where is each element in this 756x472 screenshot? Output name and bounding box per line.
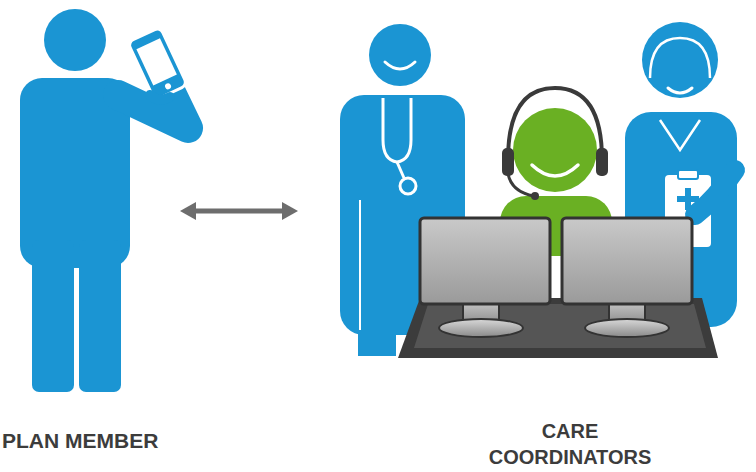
arrow-head	[180, 202, 196, 220]
monitor-left	[420, 218, 550, 337]
arrow-shaft	[194, 209, 284, 214]
coordinators-node: CARE COORDINATORS	[302, 0, 756, 472]
member-node: PLAN MEMBER	[0, 0, 176, 472]
double-arrow	[180, 202, 298, 220]
figure-caption: PLAN MEMBER	[2, 428, 192, 454]
monitor-right	[562, 218, 692, 337]
member-figure	[20, 9, 188, 392]
arrow-head	[282, 202, 298, 220]
desk	[398, 298, 718, 358]
figure-caption: CARE COORDINATORS	[480, 418, 660, 470]
